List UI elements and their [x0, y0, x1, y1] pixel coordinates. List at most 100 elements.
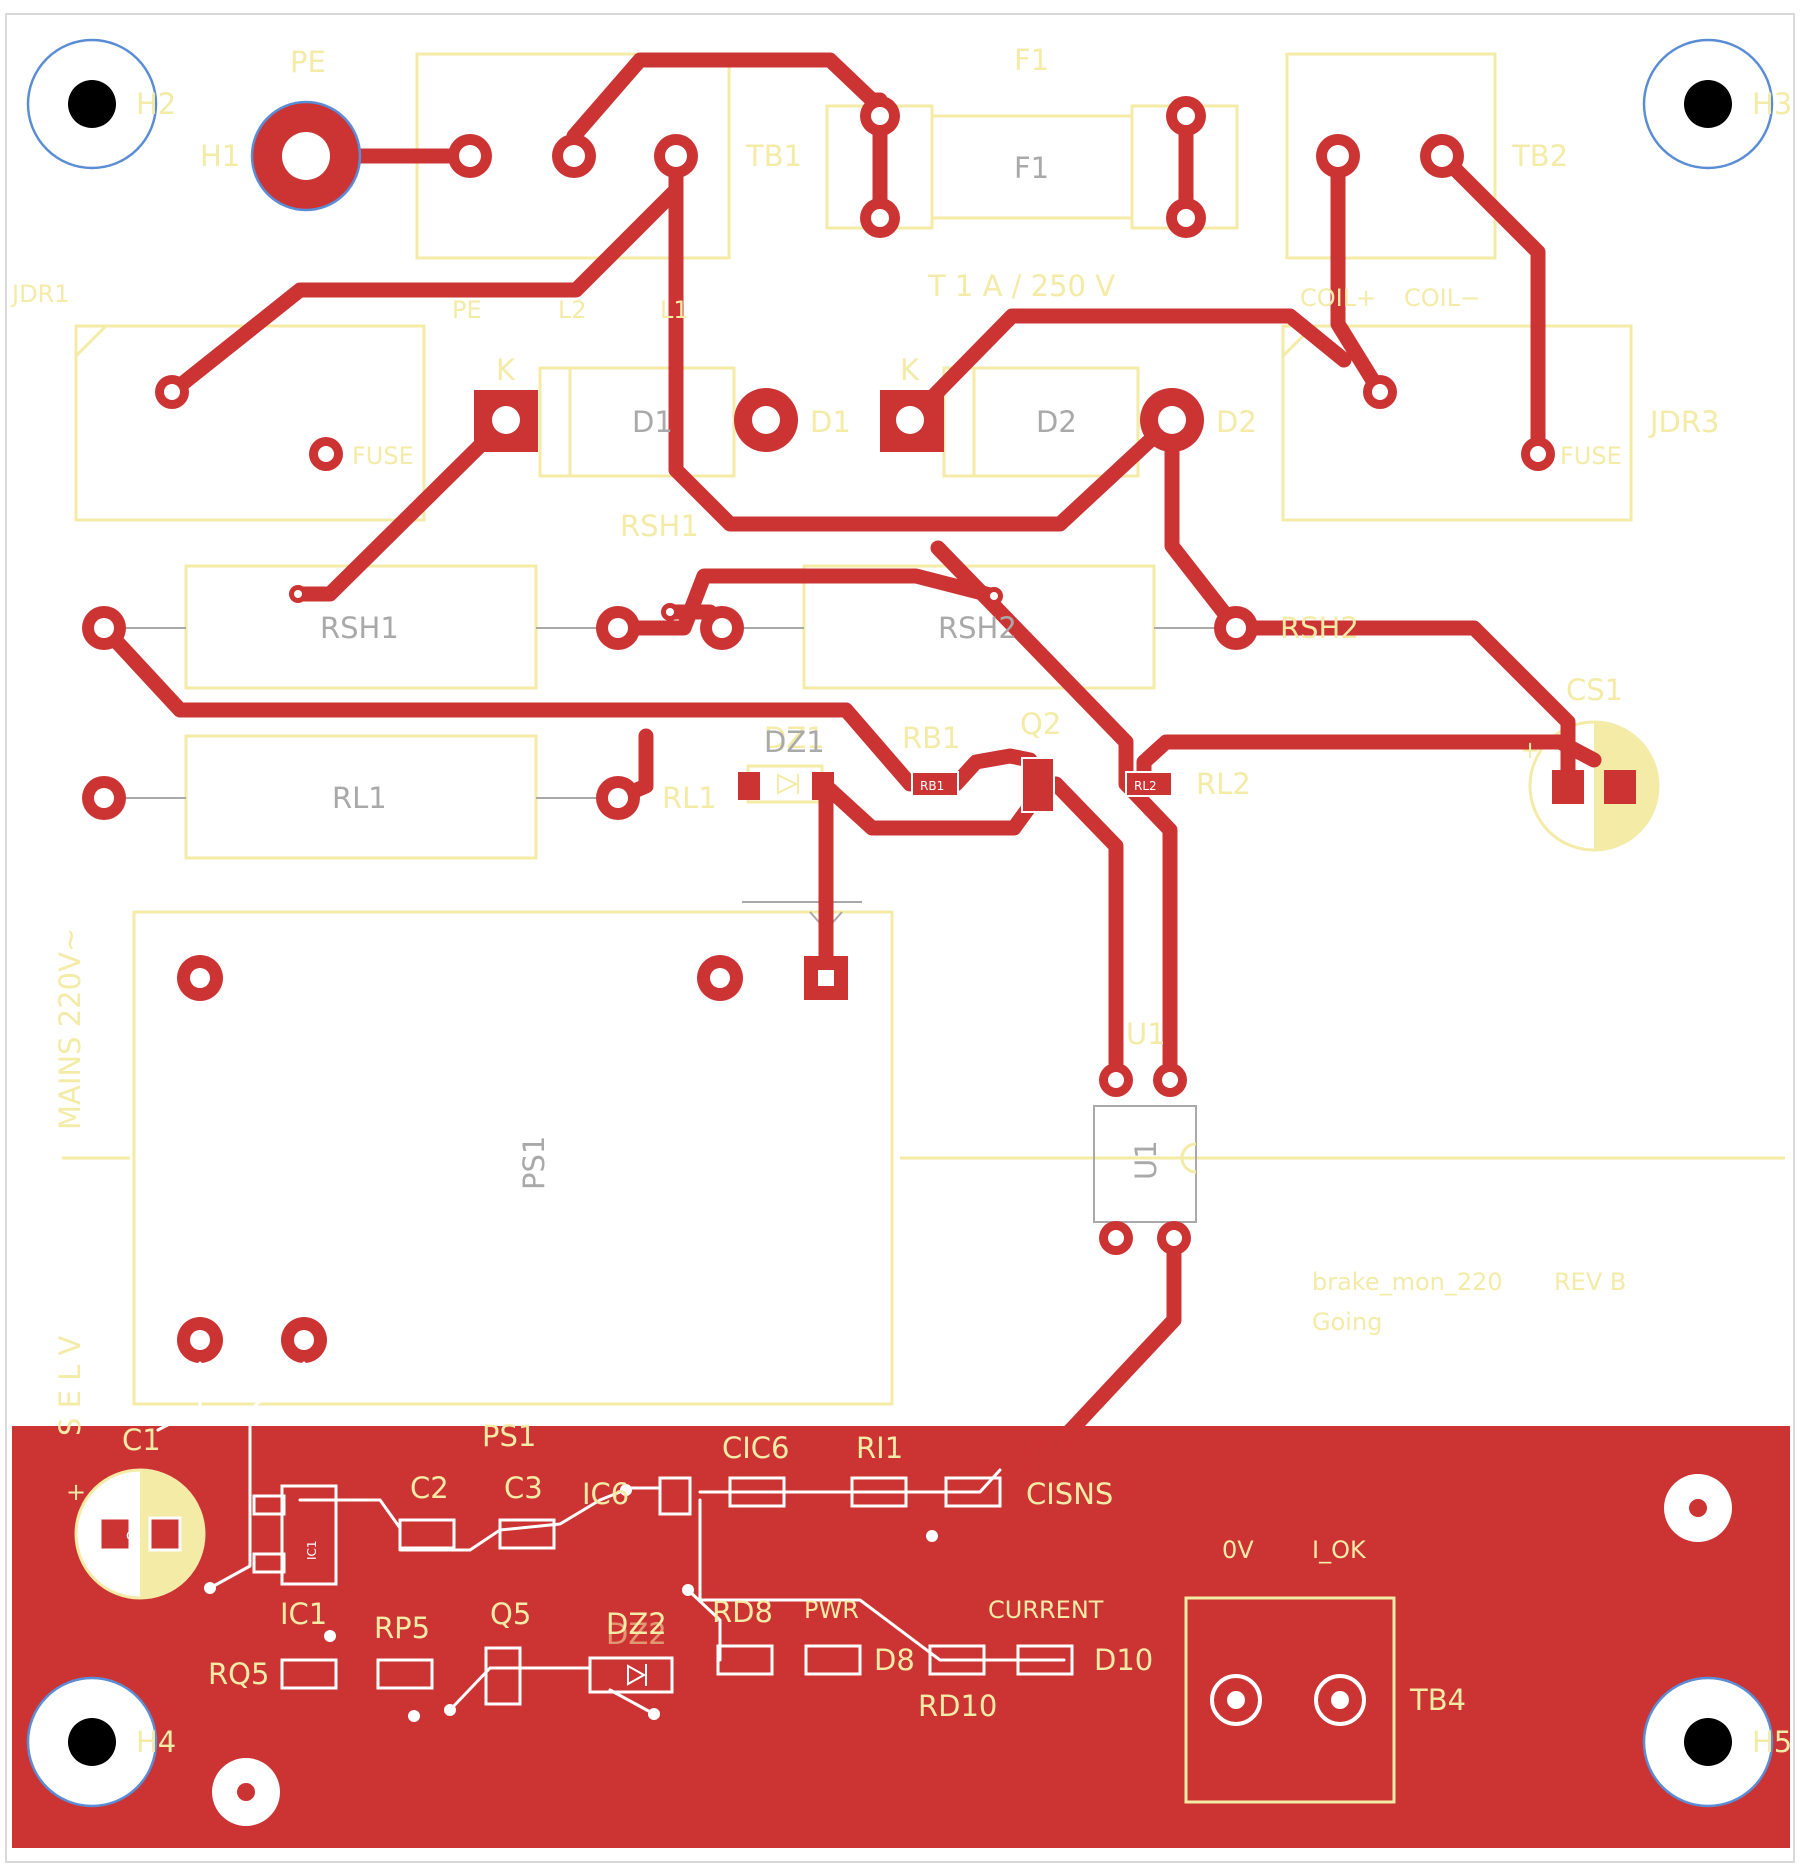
label-q2: Q2	[1020, 707, 1061, 741]
label-ri1: RI1	[856, 1431, 903, 1465]
u1-drill-2	[1162, 1072, 1178, 1088]
selv-via-7	[682, 1584, 694, 1596]
label-tb4-lok: I_OK	[1312, 1536, 1367, 1564]
label-fuse1: FUSE	[352, 442, 414, 470]
label-mains-zone: MAINS 220V~	[53, 928, 87, 1130]
selv-trace-q5	[448, 1666, 592, 1712]
label-coil-minus: COIL−	[1404, 284, 1480, 312]
selv-via-5	[648, 1708, 660, 1720]
trace-l1-down	[668, 148, 1180, 532]
trace-u1-selv	[952, 1230, 1182, 1506]
label-h1: H1	[200, 139, 240, 173]
rl1-drill-2	[608, 788, 628, 808]
rsh1-drill-1	[94, 618, 114, 638]
rsh2-drill-2	[1226, 618, 1246, 638]
trace-tb2-coil-minus	[1434, 148, 1546, 462]
selv-trace-dz2	[608, 1688, 656, 1716]
label-selv-zone: S E L V	[53, 1335, 87, 1436]
f1-drill-3	[1177, 107, 1195, 125]
tb1-drill-1	[459, 145, 481, 167]
label-tb2: TB2	[1511, 139, 1568, 173]
label-h3: H3	[1752, 87, 1792, 121]
u1-drill-3	[1108, 1230, 1124, 1246]
label-coil-plus: COIL+	[1300, 284, 1376, 312]
label-pe-pin: PE	[452, 296, 482, 324]
q2-footprint	[1021, 757, 1055, 813]
dz2-footprint	[588, 1656, 674, 1694]
d2-drill-a	[1158, 406, 1186, 434]
rd10-footprint	[928, 1644, 986, 1676]
trace-rl2-cs1	[1136, 734, 1602, 792]
h2-hole	[68, 80, 116, 128]
dz1-pad-2	[812, 772, 834, 800]
board-title: brake_mon_220	[1312, 1268, 1503, 1296]
selv-via-8	[926, 1530, 938, 1542]
d8-footprint	[804, 1644, 862, 1676]
label-tb4: TB4	[1409, 1683, 1466, 1717]
label-ic1: IC1	[280, 1597, 327, 1631]
label-f1-body: F1	[1014, 151, 1049, 185]
selv-copper-pour	[12, 1426, 1790, 1848]
label-rsh2-body: RSH2	[938, 611, 1017, 645]
label-ps1: PS1	[482, 1419, 536, 1453]
jdr1-drill-fuse	[318, 446, 334, 462]
selv-trace-ps1-a	[156, 1361, 202, 1432]
tb2-outline	[1285, 52, 1497, 260]
dz1-symbol	[777, 773, 799, 795]
f1-drill-1	[871, 107, 889, 125]
selv-via-3	[408, 1710, 420, 1722]
h3-ring	[1642, 38, 1774, 170]
label-ic1-body: IC1	[305, 1540, 319, 1560]
selv-via-2	[324, 1630, 336, 1642]
u1-drill-1	[1108, 1072, 1124, 1088]
label-l2-pin: L2	[558, 296, 587, 324]
h5-ring	[1642, 1676, 1774, 1808]
h5-hole	[1684, 1718, 1732, 1766]
u1-notch	[1180, 1142, 1197, 1174]
label-h4: H4	[136, 1725, 176, 1759]
label-rl1-body: RL1	[332, 781, 387, 815]
tb4-outline	[1184, 1596, 1396, 1804]
h4-hole	[68, 1718, 116, 1766]
label-current: CURRENT	[988, 1596, 1104, 1624]
label-u1: U1	[1126, 1017, 1166, 1051]
cs1-plus-mark: +	[1520, 736, 1540, 764]
jdr1-drill-1	[164, 384, 180, 400]
label-rd8: RD8	[712, 1595, 773, 1629]
label-cic6: CIC6	[722, 1431, 790, 1465]
fp-rb1: RB1	[920, 779, 944, 793]
rl1-drill-1	[94, 788, 114, 808]
cs1-pad-neg	[1604, 770, 1636, 804]
label-u1-body: U1	[1129, 1140, 1163, 1180]
selv-via-4	[444, 1704, 456, 1716]
label-tb1: TB1	[745, 139, 802, 173]
ps1-drill-4	[190, 1330, 210, 1350]
q5-footprint	[484, 1646, 522, 1706]
cic6-footprint	[728, 1476, 786, 1508]
rsh1-drill-2	[608, 618, 628, 638]
label-l1-pin: L1	[660, 296, 689, 324]
label-d2-body: D2	[1036, 405, 1077, 439]
u1-drill-4	[1166, 1230, 1182, 1246]
label-c2: C2	[410, 1471, 449, 1505]
ps1-drill-5	[294, 1330, 314, 1350]
label-ic6: IC6	[582, 1477, 629, 1511]
c1-plus-mark: +	[66, 1478, 86, 1506]
label-rsh1-body: RSH1	[320, 611, 399, 645]
board-subtitle: Going	[1312, 1308, 1382, 1336]
jdr3-outline	[1281, 324, 1633, 522]
tb2-drill-2	[1431, 145, 1453, 167]
label-d1: D1	[810, 405, 851, 439]
ps1-drill-1	[190, 968, 210, 988]
selv-trace-ic6-leds	[698, 1498, 1066, 1662]
rsh2-drill-1	[712, 618, 732, 638]
via-rsh-mid-drill	[666, 608, 674, 616]
label-rsh1-top: RSH1	[620, 509, 699, 543]
label-h2: H2	[136, 87, 176, 121]
label-rd10: RD10	[918, 1689, 997, 1723]
label-dz1-b: DZ1	[764, 725, 825, 759]
selv-via-1	[204, 1582, 216, 1594]
ps1-drill-2	[710, 968, 730, 988]
ps1-drill-3	[818, 970, 834, 986]
